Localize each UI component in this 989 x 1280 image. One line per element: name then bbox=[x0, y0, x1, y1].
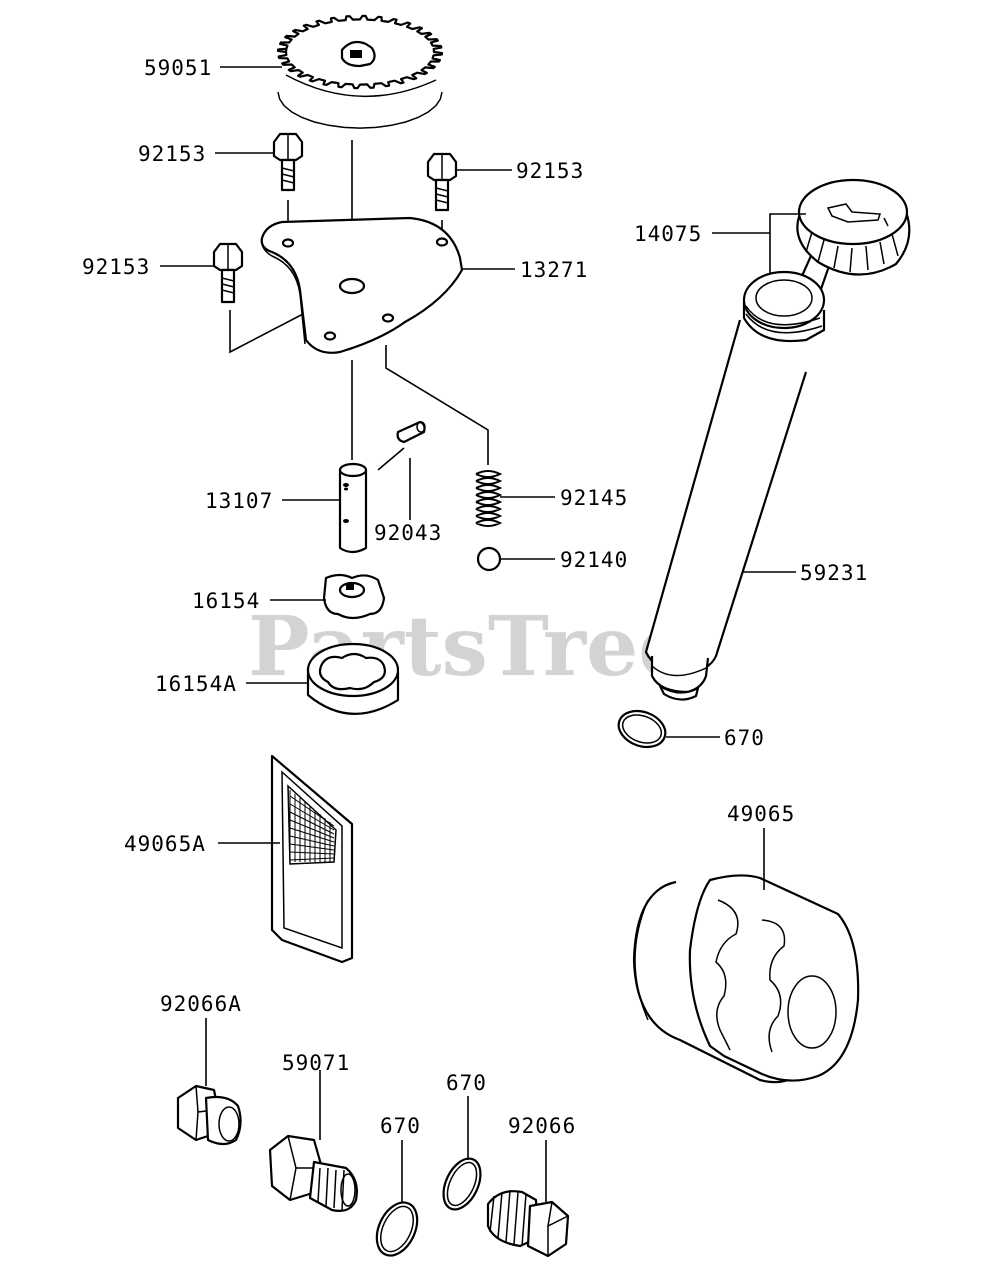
callout-dipstick-cap: 14075 bbox=[634, 222, 702, 246]
bolt-part-a[interactable] bbox=[272, 132, 304, 192]
callout-fitting: 59071 bbox=[282, 1051, 350, 1075]
callout-inner-rotor: 16154 bbox=[192, 589, 260, 613]
pin-part[interactable] bbox=[396, 420, 426, 444]
callout-bolt-a: 92153 bbox=[138, 142, 206, 166]
callout-oring-tube: 670 bbox=[724, 726, 765, 750]
callout-pin: 92043 bbox=[374, 521, 442, 545]
ball-part[interactable] bbox=[476, 546, 502, 572]
screen-part[interactable] bbox=[270, 754, 354, 964]
fitting-part[interactable] bbox=[268, 1134, 358, 1212]
callout-plug-a: 92066A bbox=[160, 992, 242, 1016]
bolt-part-b[interactable] bbox=[426, 152, 458, 212]
gear-part[interactable] bbox=[276, 14, 444, 129]
callout-plate: 13271 bbox=[520, 258, 588, 282]
gear-body-edge bbox=[277, 91, 443, 129]
callout-oring-a: 670 bbox=[380, 1114, 421, 1138]
outer-rotor-part[interactable] bbox=[306, 642, 400, 715]
callout-filler-tube: 59231 bbox=[800, 561, 868, 585]
spring-part[interactable] bbox=[475, 470, 503, 527]
oring-part-b[interactable] bbox=[436, 1153, 488, 1215]
callout-plug-b: 92066 bbox=[508, 1114, 576, 1138]
callout-shaft: 13107 bbox=[205, 489, 273, 513]
callout-bolt-b: 92153 bbox=[516, 159, 584, 183]
callout-spring: 92145 bbox=[560, 486, 628, 510]
plug-part-b[interactable] bbox=[486, 1189, 570, 1258]
shaft-part[interactable] bbox=[338, 462, 368, 554]
callout-oil-filter: 49065 bbox=[727, 802, 795, 826]
plug-part-a[interactable] bbox=[176, 1084, 242, 1146]
oring-part-a[interactable] bbox=[369, 1196, 425, 1262]
plate-part[interactable] bbox=[260, 216, 464, 354]
callout-bolt-c: 92153 bbox=[82, 255, 150, 279]
filler-tube-part[interactable] bbox=[644, 270, 826, 701]
callout-gear: 59051 bbox=[144, 56, 212, 80]
callout-ball: 92140 bbox=[560, 548, 628, 572]
callout-oring-b: 670 bbox=[446, 1071, 487, 1095]
callout-outer-rotor: 16154A bbox=[155, 672, 237, 696]
bolt-part-c[interactable] bbox=[212, 242, 244, 304]
oring-tube-part[interactable] bbox=[614, 705, 671, 753]
oil-filter-part[interactable] bbox=[632, 874, 860, 1084]
inner-rotor-part[interactable] bbox=[322, 573, 386, 620]
callout-screen: 49065A bbox=[124, 832, 206, 856]
